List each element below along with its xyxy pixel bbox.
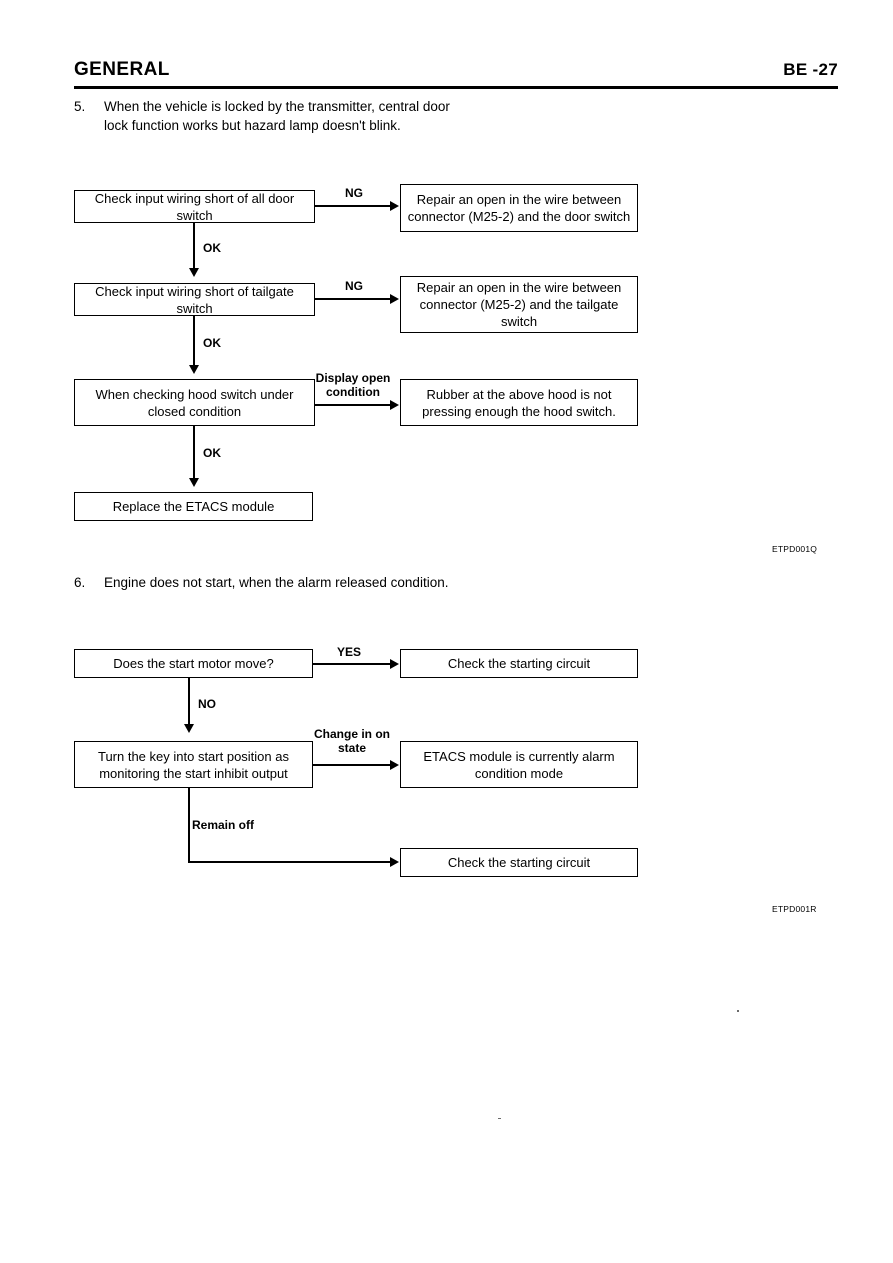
flowchart1-connector-ok2: [193, 316, 195, 370]
list-item-6-number: 6.: [74, 575, 86, 590]
flowchart1-arrowhead-ng1: [390, 201, 399, 211]
flowchart2-box-turn-key: Turn the key into start position as moni…: [74, 741, 313, 788]
header-divider: [74, 86, 838, 89]
flowchart1-box-rubber-hood: Rubber at the above hood is not pressing…: [400, 379, 638, 426]
list-item-6: 6. Engine does not start, when the alarm…: [74, 573, 464, 592]
flowchart1-arrowhead-ok1: [189, 268, 199, 277]
flowchart1-label-ng1: NG: [345, 186, 363, 200]
flowchart1-connector-display-open: [315, 404, 391, 406]
flowchart2-connector-yes: [313, 663, 391, 665]
flowchart2-figure-code: ETPD001R: [772, 904, 817, 914]
flowchart1-connector-ok3: [193, 426, 195, 482]
flowchart1-label-ok2: OK: [203, 336, 221, 350]
flowchart2-connector-remain-off-horizontal: [188, 861, 391, 863]
list-item-5-text: When the vehicle is locked by the transm…: [104, 99, 450, 133]
flowchart2-box-check-starting-circuit-1: Check the starting circuit: [400, 649, 638, 678]
list-item-5: 5. When the vehicle is locked by the tra…: [74, 97, 464, 135]
flowchart1-arrowhead-ok2: [189, 365, 199, 374]
flowchart1-label-ok1: OK: [203, 241, 221, 255]
flowchart2-label-no: NO: [198, 697, 216, 711]
flowchart2-box-start-motor-move: Does the start motor move?: [74, 649, 313, 678]
flowchart2-label-yes: YES: [337, 645, 362, 659]
list-item-6-text: Engine does not start, when the alarm re…: [104, 575, 449, 590]
flowchart2-connector-change-on-state: [313, 764, 391, 766]
flowchart1-box-repair-tailgate-switch: Repair an open in the wire between conne…: [400, 276, 638, 333]
flowchart1-box-replace-etacs: Replace the ETACS module: [74, 492, 313, 521]
flowchart2-connector-remain-off-vertical: [188, 788, 190, 863]
flowchart2-box-etacs-alarm-mode: ETACS module is currently alarm conditio…: [400, 741, 638, 788]
flowchart1-box-check-tailgate-switch: Check input wiring short of tailgate swi…: [74, 283, 315, 316]
flowchart1-box-repair-door-switch: Repair an open in the wire between conne…: [400, 184, 638, 232]
flowchart1-connector-ng1: [315, 205, 391, 207]
page-header-reference: BE -27: [783, 60, 838, 79]
flowchart2-arrowhead-change-on-state: [390, 760, 399, 770]
flowchart1-connector-ng2: [315, 298, 391, 300]
flowchart2-arrowhead-remain-off: [390, 857, 399, 867]
flowchart2-box-check-starting-circuit-2: Check the starting circuit: [400, 848, 638, 877]
flowchart2-label-change-on-state: Change in on state: [314, 727, 390, 755]
scan-artifact: [737, 1010, 739, 1012]
flowchart1-arrowhead-display-open: [390, 400, 399, 410]
flowchart1-box-check-hood-switch: When checking hood switch under closed c…: [74, 379, 315, 426]
flowchart2-label-remain-off: Remain off: [192, 818, 255, 832]
flowchart1-box-check-door-switch: Check input wiring short of all door swi…: [74, 190, 315, 223]
flowchart1-connector-ok1: [193, 223, 195, 273]
scan-artifact: [498, 1118, 501, 1119]
flowchart1-label-display-open: Display open condition: [315, 371, 391, 399]
flowchart2-arrowhead-no: [184, 724, 194, 733]
list-item-5-number: 5.: [74, 99, 86, 114]
flowchart1-label-ok3: OK: [203, 446, 221, 460]
page-header-title: GENERAL: [74, 59, 170, 80]
flowchart1-label-ng2: NG: [345, 279, 363, 293]
flowchart1-figure-code: ETPD001Q: [772, 544, 818, 554]
flowchart1-arrowhead-ng2: [390, 294, 399, 304]
flowchart2-arrowhead-yes: [390, 659, 399, 669]
flowchart1-arrowhead-ok3: [189, 478, 199, 487]
flowchart2-connector-no: [188, 678, 190, 728]
